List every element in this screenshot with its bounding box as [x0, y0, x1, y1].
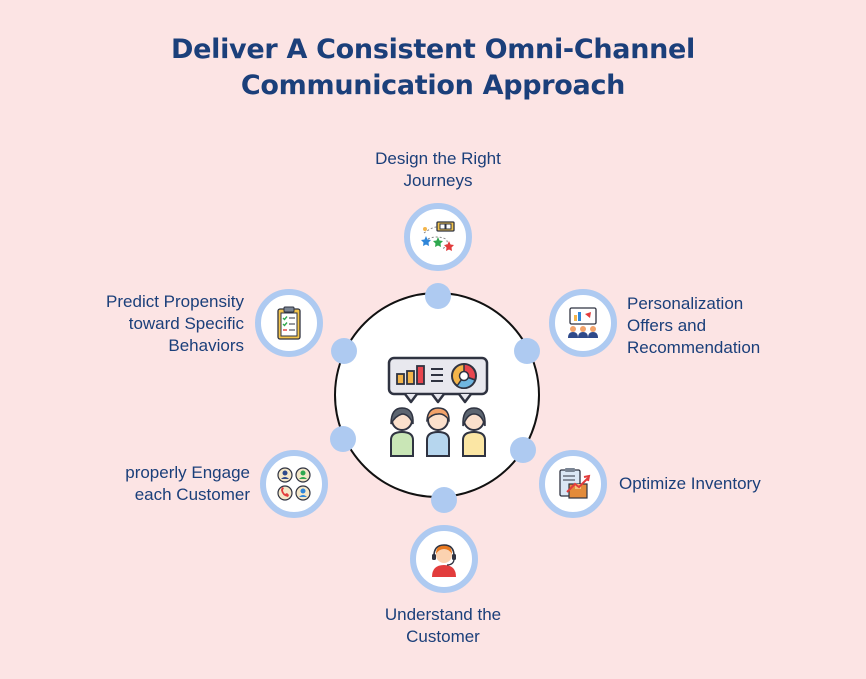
label-personalization-line-3: Recommendation	[627, 338, 761, 357]
node-optimize-inventory	[539, 450, 607, 518]
title-line-1: Deliver A Consistent Omni-Channel	[170, 34, 696, 65]
label-understand-customer: Understand the Customer	[343, 604, 543, 648]
label-engage-customer-line-1: properly Engage	[125, 463, 250, 482]
connector-dot-lower-left	[330, 426, 356, 452]
label-engage-customer: properly Engage each Customer	[40, 462, 250, 506]
node-predict-propensity	[255, 289, 323, 357]
audience-presentation-icon	[568, 307, 598, 338]
node-engage-customer	[260, 450, 328, 518]
label-optimize-inventory: Optimize Inventory	[619, 473, 839, 495]
connector-dot-lower-right	[510, 437, 536, 463]
node-understand-customer	[410, 525, 478, 593]
label-predict-propensity: Predict Propensity toward Specific Behav…	[34, 291, 244, 357]
inventory-growth-icon	[559, 468, 591, 499]
label-personalization: Personalization Offers and Recommendatio…	[627, 293, 827, 359]
title-line-2: Communication Approach	[240, 70, 626, 101]
label-predict-propensity-line-1: Predict Propensity	[106, 292, 244, 311]
label-optimize-inventory-line-1: Optimize Inventory	[619, 474, 761, 493]
label-understand-customer-line-2: Customer	[406, 627, 480, 646]
connector-dot-upper-left	[331, 338, 357, 364]
journey-map-icon	[421, 221, 455, 251]
connector-dot-bottom	[431, 487, 457, 513]
customer-network-icon	[277, 467, 311, 501]
page-title: Deliver A Consistent Omni-Channel Commun…	[0, 32, 866, 104]
customer-support-icon	[432, 544, 456, 577]
label-engage-customer-line-2: each Customer	[134, 485, 250, 504]
label-design-journeys: Design the Right Journeys	[338, 148, 538, 192]
label-predict-propensity-line-3: Behaviors	[168, 336, 244, 355]
checklist-clipboard-icon	[277, 306, 301, 340]
label-predict-propensity-line-2: toward Specific	[128, 314, 244, 333]
label-personalization-line-2: Offers and	[627, 316, 707, 335]
team-analytics-icon	[387, 356, 489, 457]
node-design-journeys	[404, 203, 472, 271]
node-personalization	[549, 289, 617, 357]
label-personalization-line-1: Personalization	[627, 294, 744, 313]
label-design-journeys-line-2: Journeys	[403, 171, 473, 190]
label-understand-customer-line-1: Understand the	[384, 605, 502, 624]
label-design-journeys-line-1: Design the Right	[375, 149, 501, 168]
connector-dot-upper-right	[514, 338, 540, 364]
connector-dot-top	[425, 283, 451, 309]
